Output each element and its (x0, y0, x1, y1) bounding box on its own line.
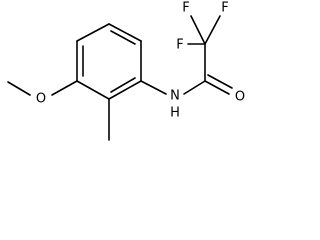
ring-nitrogen-bond (140, 80, 167, 95)
nitrogen-carbonyl-bond (183, 80, 206, 95)
atom-label-hydrogen: H (170, 106, 180, 121)
molecule-structure-diagram: O N H O F F F (7, 1, 245, 141)
atom-label-oxygen-methoxy: O (36, 92, 46, 107)
ring-double-bond-inner-2 (110, 77, 136, 93)
ring-bond-1 (108, 23, 142, 42)
atom-label-fluorine-top-left: F (182, 1, 189, 16)
methoxy-ring-bond (51, 80, 78, 96)
methoxy-methyl-bond (7, 81, 31, 96)
ring-double-bond-inner-1 (110, 30, 136, 45)
atom-label-oxygen-carbonyl: O (235, 90, 245, 105)
carbonyl-bond-2 (207, 74, 233, 89)
ring-bond-3 (108, 80, 142, 100)
ring-bond-4 (76, 80, 110, 100)
benzene-ring (76, 23, 142, 100)
atom-label-fluorine-top-right: F (221, 1, 228, 16)
atom-label-fluorine-middle: F (176, 38, 183, 53)
cf3-fluorine-top-right-bond (204, 15, 221, 45)
cf3-fluorine-top-left-bond (190, 15, 206, 45)
atom-label-nitrogen: N (170, 89, 180, 104)
ring-bond-6 (76, 23, 110, 42)
carbonyl-bond-1 (204, 80, 230, 95)
